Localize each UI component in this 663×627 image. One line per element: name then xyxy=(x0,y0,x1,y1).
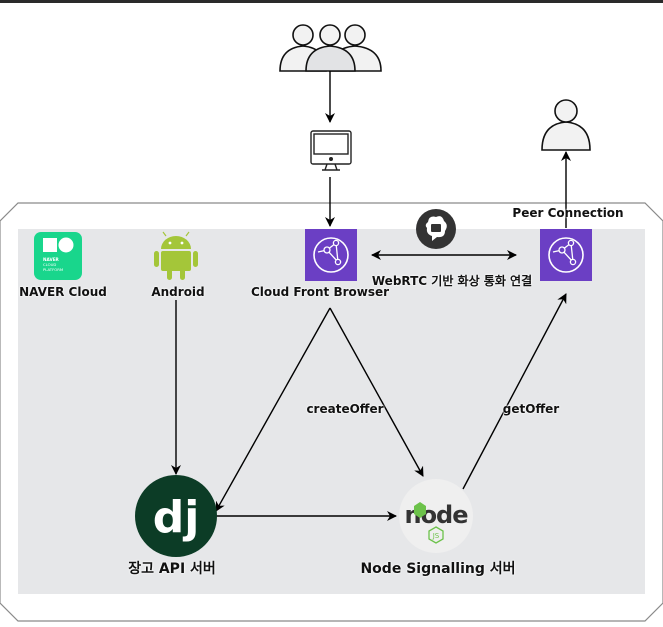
django-label: 장고 API 서버 xyxy=(128,561,216,577)
peer-connection-label: Peer Connection xyxy=(512,206,624,220)
edge-cloudfront-to-django xyxy=(215,307,331,512)
naver-logo-text-2: CLOUD xyxy=(43,262,56,267)
window-top-border xyxy=(0,0,663,3)
webrtc-label: WebRTC 기반 화상 통화 연결 xyxy=(371,274,533,288)
users-group-icon xyxy=(279,24,382,72)
node-signalling-label: Node Signalling 서버 xyxy=(360,561,516,577)
edge-node-to-peer xyxy=(462,293,567,490)
desktop-monitor-icon xyxy=(310,130,352,171)
webrtc-icon xyxy=(416,209,456,249)
nodejs-icon: node JS xyxy=(399,479,473,553)
naver-logo-text-1: NAVER xyxy=(43,257,60,262)
peer-connection-icon xyxy=(540,229,592,281)
cloudfront-icon xyxy=(305,229,357,281)
android-icon xyxy=(154,231,198,280)
nodejs-js-text: JS xyxy=(432,532,440,540)
nodejs-logo-text: node xyxy=(404,501,468,529)
cloud-container xyxy=(18,229,645,594)
django-logo-text: dj xyxy=(153,492,200,543)
user-icon xyxy=(541,99,591,151)
edge-cloudfront-to-node xyxy=(329,307,424,477)
django-icon: dj xyxy=(135,475,217,557)
naver-cloud-label: NAVER Cloud xyxy=(19,285,107,299)
naver-logo-text-3: PLATFORM xyxy=(43,267,63,272)
edge-label-getoffer: getOffer xyxy=(502,402,560,416)
android-label: Android xyxy=(151,285,205,299)
cloudfront-label: Cloud Front Browser xyxy=(250,285,390,299)
edge-label-createoffer: createOffer xyxy=(306,402,384,416)
naver-cloud-platform-logo: NAVER CLOUD PLATFORM xyxy=(34,232,82,280)
